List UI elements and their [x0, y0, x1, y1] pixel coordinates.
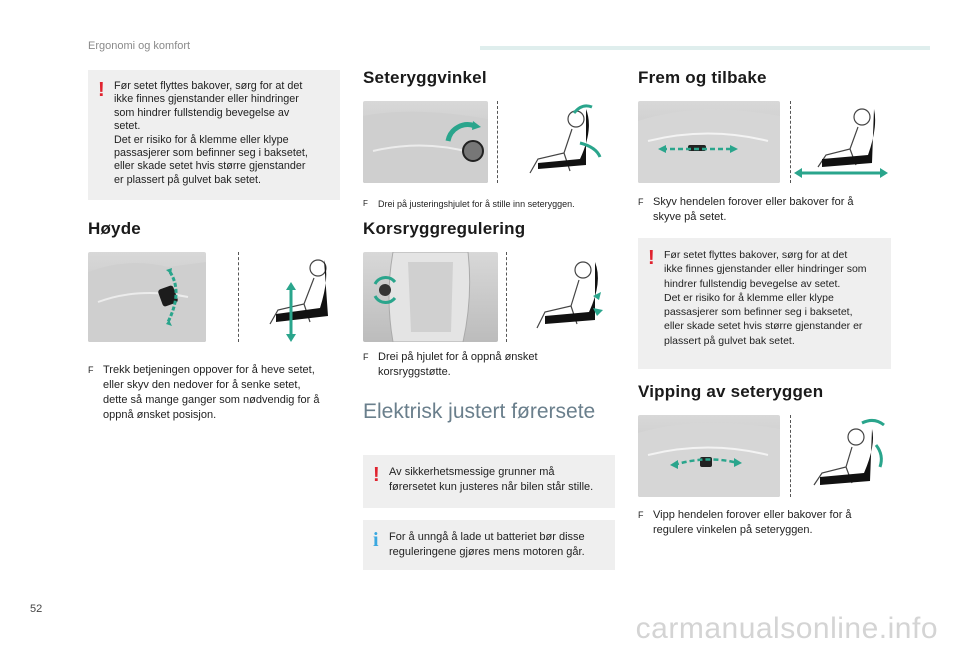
section-title-seteryggvinkel: Seteryggvinkel [363, 68, 487, 87]
warning-box-frem: ! Før setet flyttes bakover, sørg for at… [638, 238, 891, 369]
warning-box-elektrisk: ! Av sikkerhetsmessige grunner må førers… [363, 455, 615, 508]
section-title-korsrygg: Korsryggregulering [363, 219, 526, 238]
warning-icon: ! [373, 464, 380, 486]
person-figure [794, 108, 888, 178]
info-icon: i [373, 529, 379, 551]
watermark: carmanualsonline.info [635, 612, 938, 645]
page-number: 52 [30, 603, 43, 615]
instruction-hoyde: F Trekk betjeningen oppover for å heve s… [88, 364, 320, 421]
bullet-marker: F [88, 365, 94, 375]
illustration-frem [638, 101, 890, 183]
illustration-korsrygg [363, 252, 615, 342]
person-figure [529, 104, 602, 174]
section-header: Ergonomi og komfort [88, 40, 191, 52]
illustration-seteryggvinkel [363, 101, 615, 183]
info-box-elektrisk: i For å unngå å lade ut batteriet bør di… [363, 520, 615, 570]
person-figure [269, 259, 328, 342]
warning-text: Før setet flyttes bakover, sørg for at d… [114, 80, 308, 186]
section-title-hoyde: Høyde [88, 219, 141, 238]
seat-photo [638, 415, 780, 497]
seat-photo [638, 101, 780, 183]
seat-photo [363, 101, 488, 183]
illustration-vipping [638, 415, 890, 497]
person-figure [813, 418, 885, 486]
header-bar [480, 46, 930, 50]
instruction-vipping: F Vipp hendelen forover eller bakover fo… [638, 509, 852, 536]
warning-box-left: ! Før setet flyttes bakover, sørg for at… [88, 70, 340, 200]
illustration-hoyde [88, 252, 340, 342]
instruction-seteryggvinkel: F Drei på justeringshjulet for å stille … [363, 199, 575, 209]
instruction-frem: F Skyv hendelen forover eller bakover fo… [638, 196, 854, 223]
instruction-korsrygg: F Drei på hjulet for å oppnå ønsket kors… [363, 351, 538, 378]
section-title-frem: Frem og tilbake [638, 68, 767, 87]
seat-photo [363, 252, 498, 342]
warning-icon: ! [648, 247, 655, 269]
warning-icon: ! [98, 79, 105, 101]
person-figure [536, 261, 603, 329]
seat-photo [88, 252, 206, 342]
section-title-elektrisk: Elektrisk justert førersete [363, 400, 596, 423]
section-title-vipping: Vipping av seteryggen [638, 382, 824, 401]
